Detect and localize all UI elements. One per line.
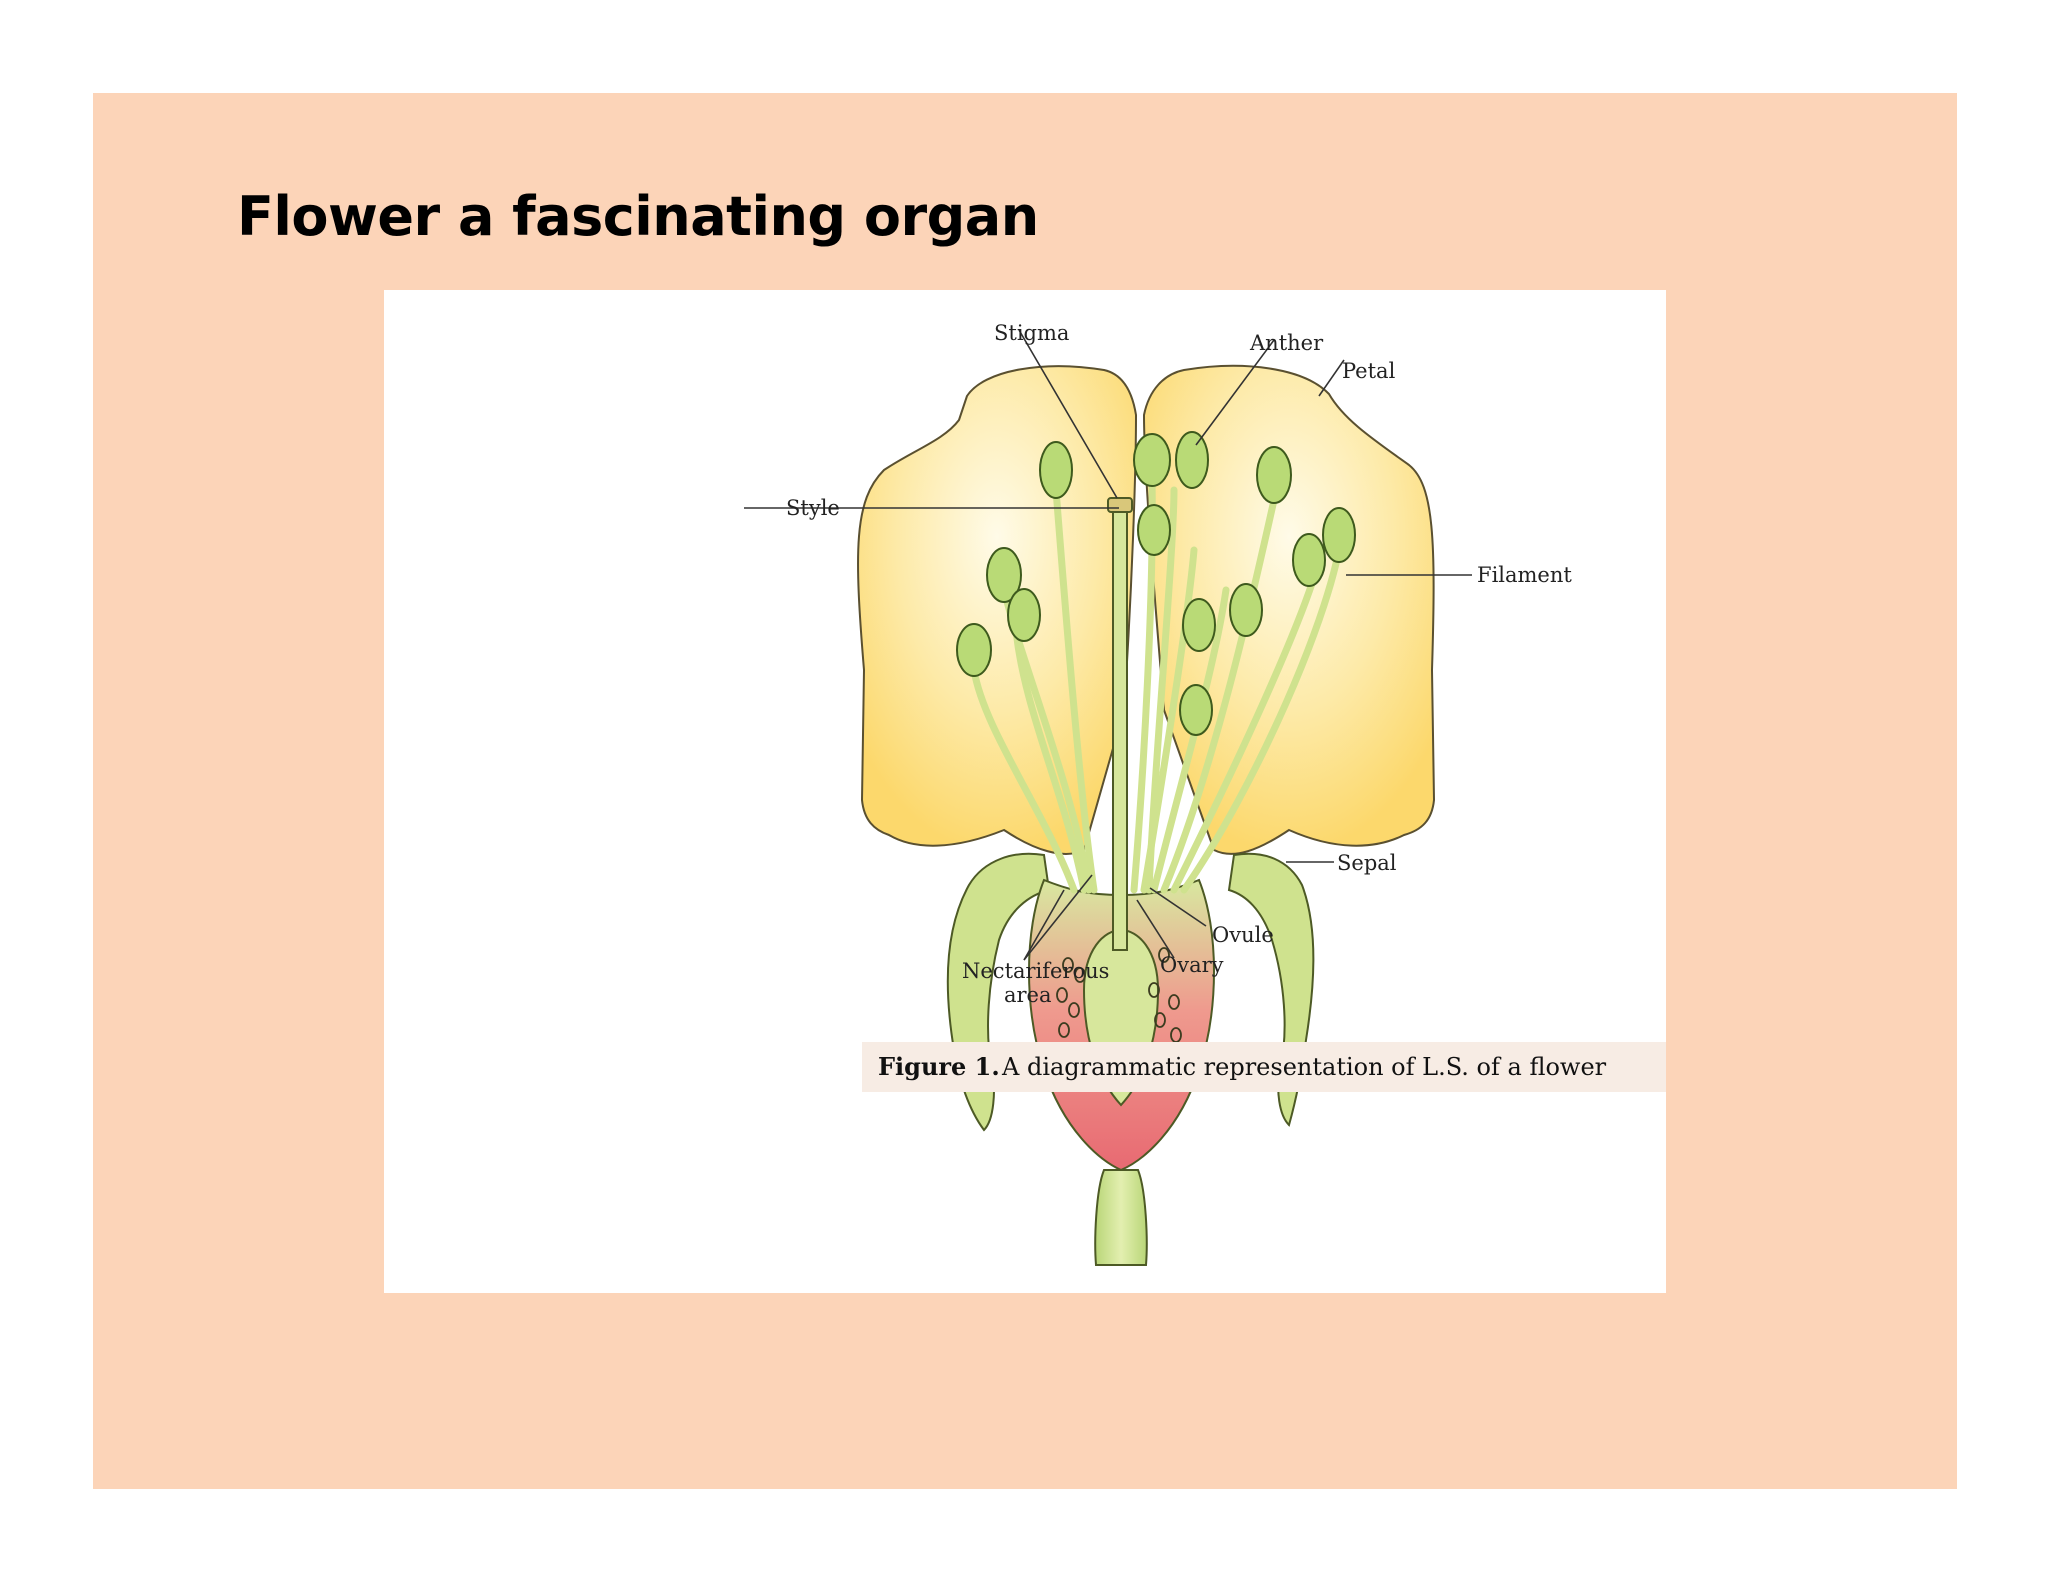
style [1112, 509, 1128, 951]
caption-number: Figure 1. [878, 1052, 1000, 1081]
label-stigma: Stigma [994, 321, 1069, 345]
slide: Flower a fascinating organ [93, 93, 1957, 1489]
label-filament: Filament [1477, 563, 1572, 587]
caption-text: A diagrammatic representation of L.S. of… [1001, 1053, 1607, 1081]
flower-diagram: Stigma Anther Petal Style Filament Sepal… [384, 290, 1666, 1293]
leader-lines [744, 329, 1472, 961]
label-petal: Petal [1342, 359, 1396, 383]
caption-box [862, 1042, 1666, 1092]
pedicel [1094, 1169, 1148, 1266]
flower-diagram-svg: Stigma Anther Petal Style Filament Sepal… [744, 321, 1666, 1266]
stigma [1107, 497, 1133, 513]
anthers [956, 431, 1356, 736]
label-sepal: Sepal [1337, 851, 1397, 875]
label-nectariferous: Nectariferous [962, 959, 1109, 983]
label-anther: Anther [1249, 331, 1324, 355]
label-area: area [1004, 983, 1052, 1007]
left-petal [857, 365, 1138, 855]
slide-title: Flower a fascinating organ [237, 185, 1039, 248]
label-style: Style [786, 496, 840, 520]
label-ovule: Ovule [1212, 923, 1274, 947]
label-ovary: Ovary [1160, 953, 1224, 977]
